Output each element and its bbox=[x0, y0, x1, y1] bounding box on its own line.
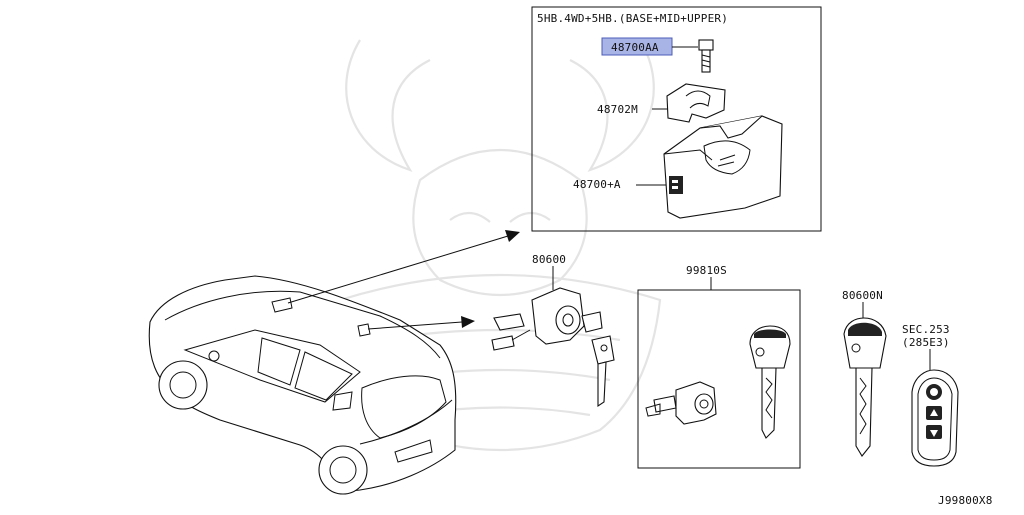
cylinder-key-icon bbox=[749, 325, 791, 439]
part-label-48700A[interactable]: 48700+A bbox=[573, 178, 621, 191]
part-label-48700AA[interactable]: 48700AA bbox=[611, 41, 659, 54]
ignition-key-set-icon bbox=[491, 287, 615, 408]
cylinder-set-box-frame bbox=[637, 289, 801, 469]
detail-box-frame bbox=[531, 6, 822, 232]
screw-icon bbox=[698, 39, 714, 73]
part-label-48702M[interactable]: 48702M bbox=[597, 103, 638, 116]
steering-lock-assembly-icon bbox=[663, 115, 783, 219]
blank-key-icon bbox=[843, 317, 887, 457]
detail-box-title: 5HB.4WD+5HB.(BASE+MID+UPPER) bbox=[537, 12, 728, 25]
part-label-80600[interactable]: 80600 bbox=[532, 253, 566, 266]
diagram-code: J99800X8 bbox=[938, 494, 993, 507]
section-ref-label[interactable]: SEC.253 bbox=[902, 323, 950, 336]
door-cylinder-icon bbox=[645, 381, 717, 425]
part-label-80600N[interactable]: 80600N bbox=[842, 289, 883, 302]
arrow-to-detail-box bbox=[287, 230, 520, 304]
part-label-99810S[interactable]: 99810S bbox=[686, 264, 727, 277]
lock-collar-icon bbox=[666, 83, 726, 123]
remote-key-fob-icon bbox=[911, 369, 959, 467]
arrow-to-key-set bbox=[367, 316, 475, 330]
section-ref-sub-label[interactable]: (285E3) bbox=[902, 336, 950, 349]
car-body-illustration bbox=[148, 275, 457, 495]
